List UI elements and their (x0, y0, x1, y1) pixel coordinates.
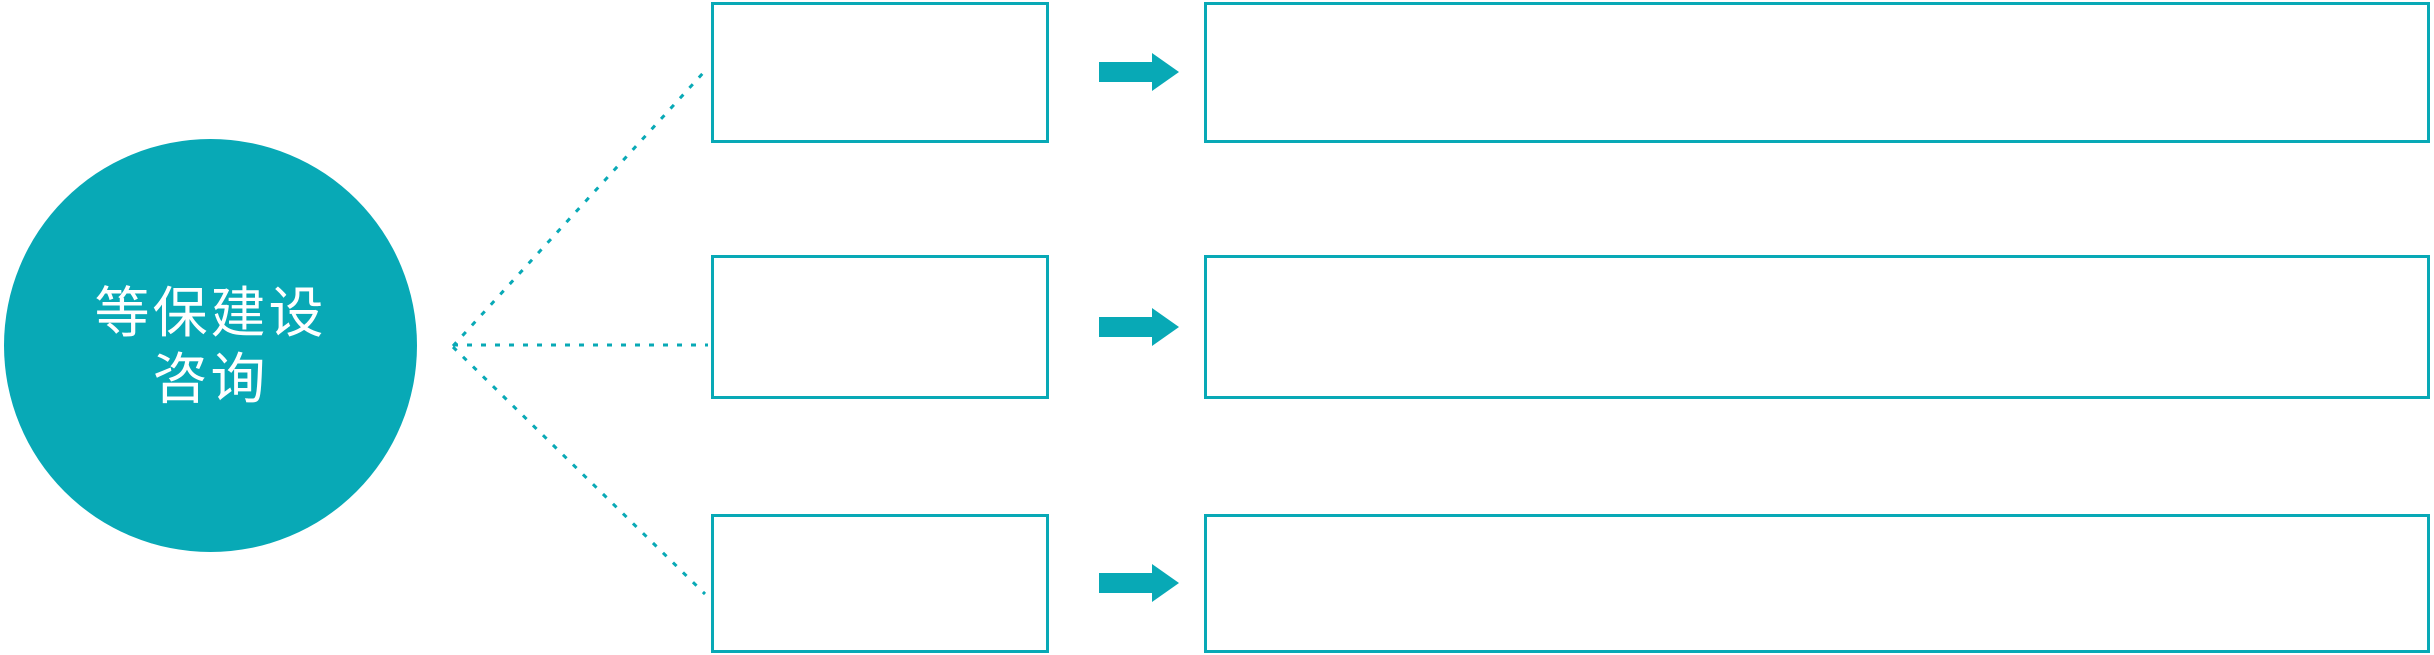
right-arrow-icon (1099, 308, 1179, 346)
step-box-2-label (714, 258, 1046, 396)
detail-box-2-label (1207, 258, 2427, 396)
detail-box-3 (1204, 514, 2430, 653)
step-box-2 (711, 255, 1049, 399)
center-node-label-line1: 等保建设 (94, 280, 327, 345)
step-box-3-label (714, 517, 1046, 650)
center-node: 等保建设 咨询 (4, 139, 417, 552)
step-box-3 (711, 514, 1049, 653)
detail-box-2 (1204, 255, 2430, 399)
right-arrow-icon (1099, 564, 1179, 602)
detail-box-3-label (1207, 517, 2427, 650)
detail-box-1-label (1207, 5, 2427, 140)
step-box-1 (711, 2, 1049, 143)
center-node-label-line2: 咨询 (152, 346, 269, 411)
right-arrow-icon (1099, 53, 1179, 91)
connector-line-top (451, 70, 706, 348)
step-box-1-label (714, 5, 1046, 140)
detail-box-1 (1204, 2, 2430, 143)
connector-line-bottom (451, 345, 707, 596)
